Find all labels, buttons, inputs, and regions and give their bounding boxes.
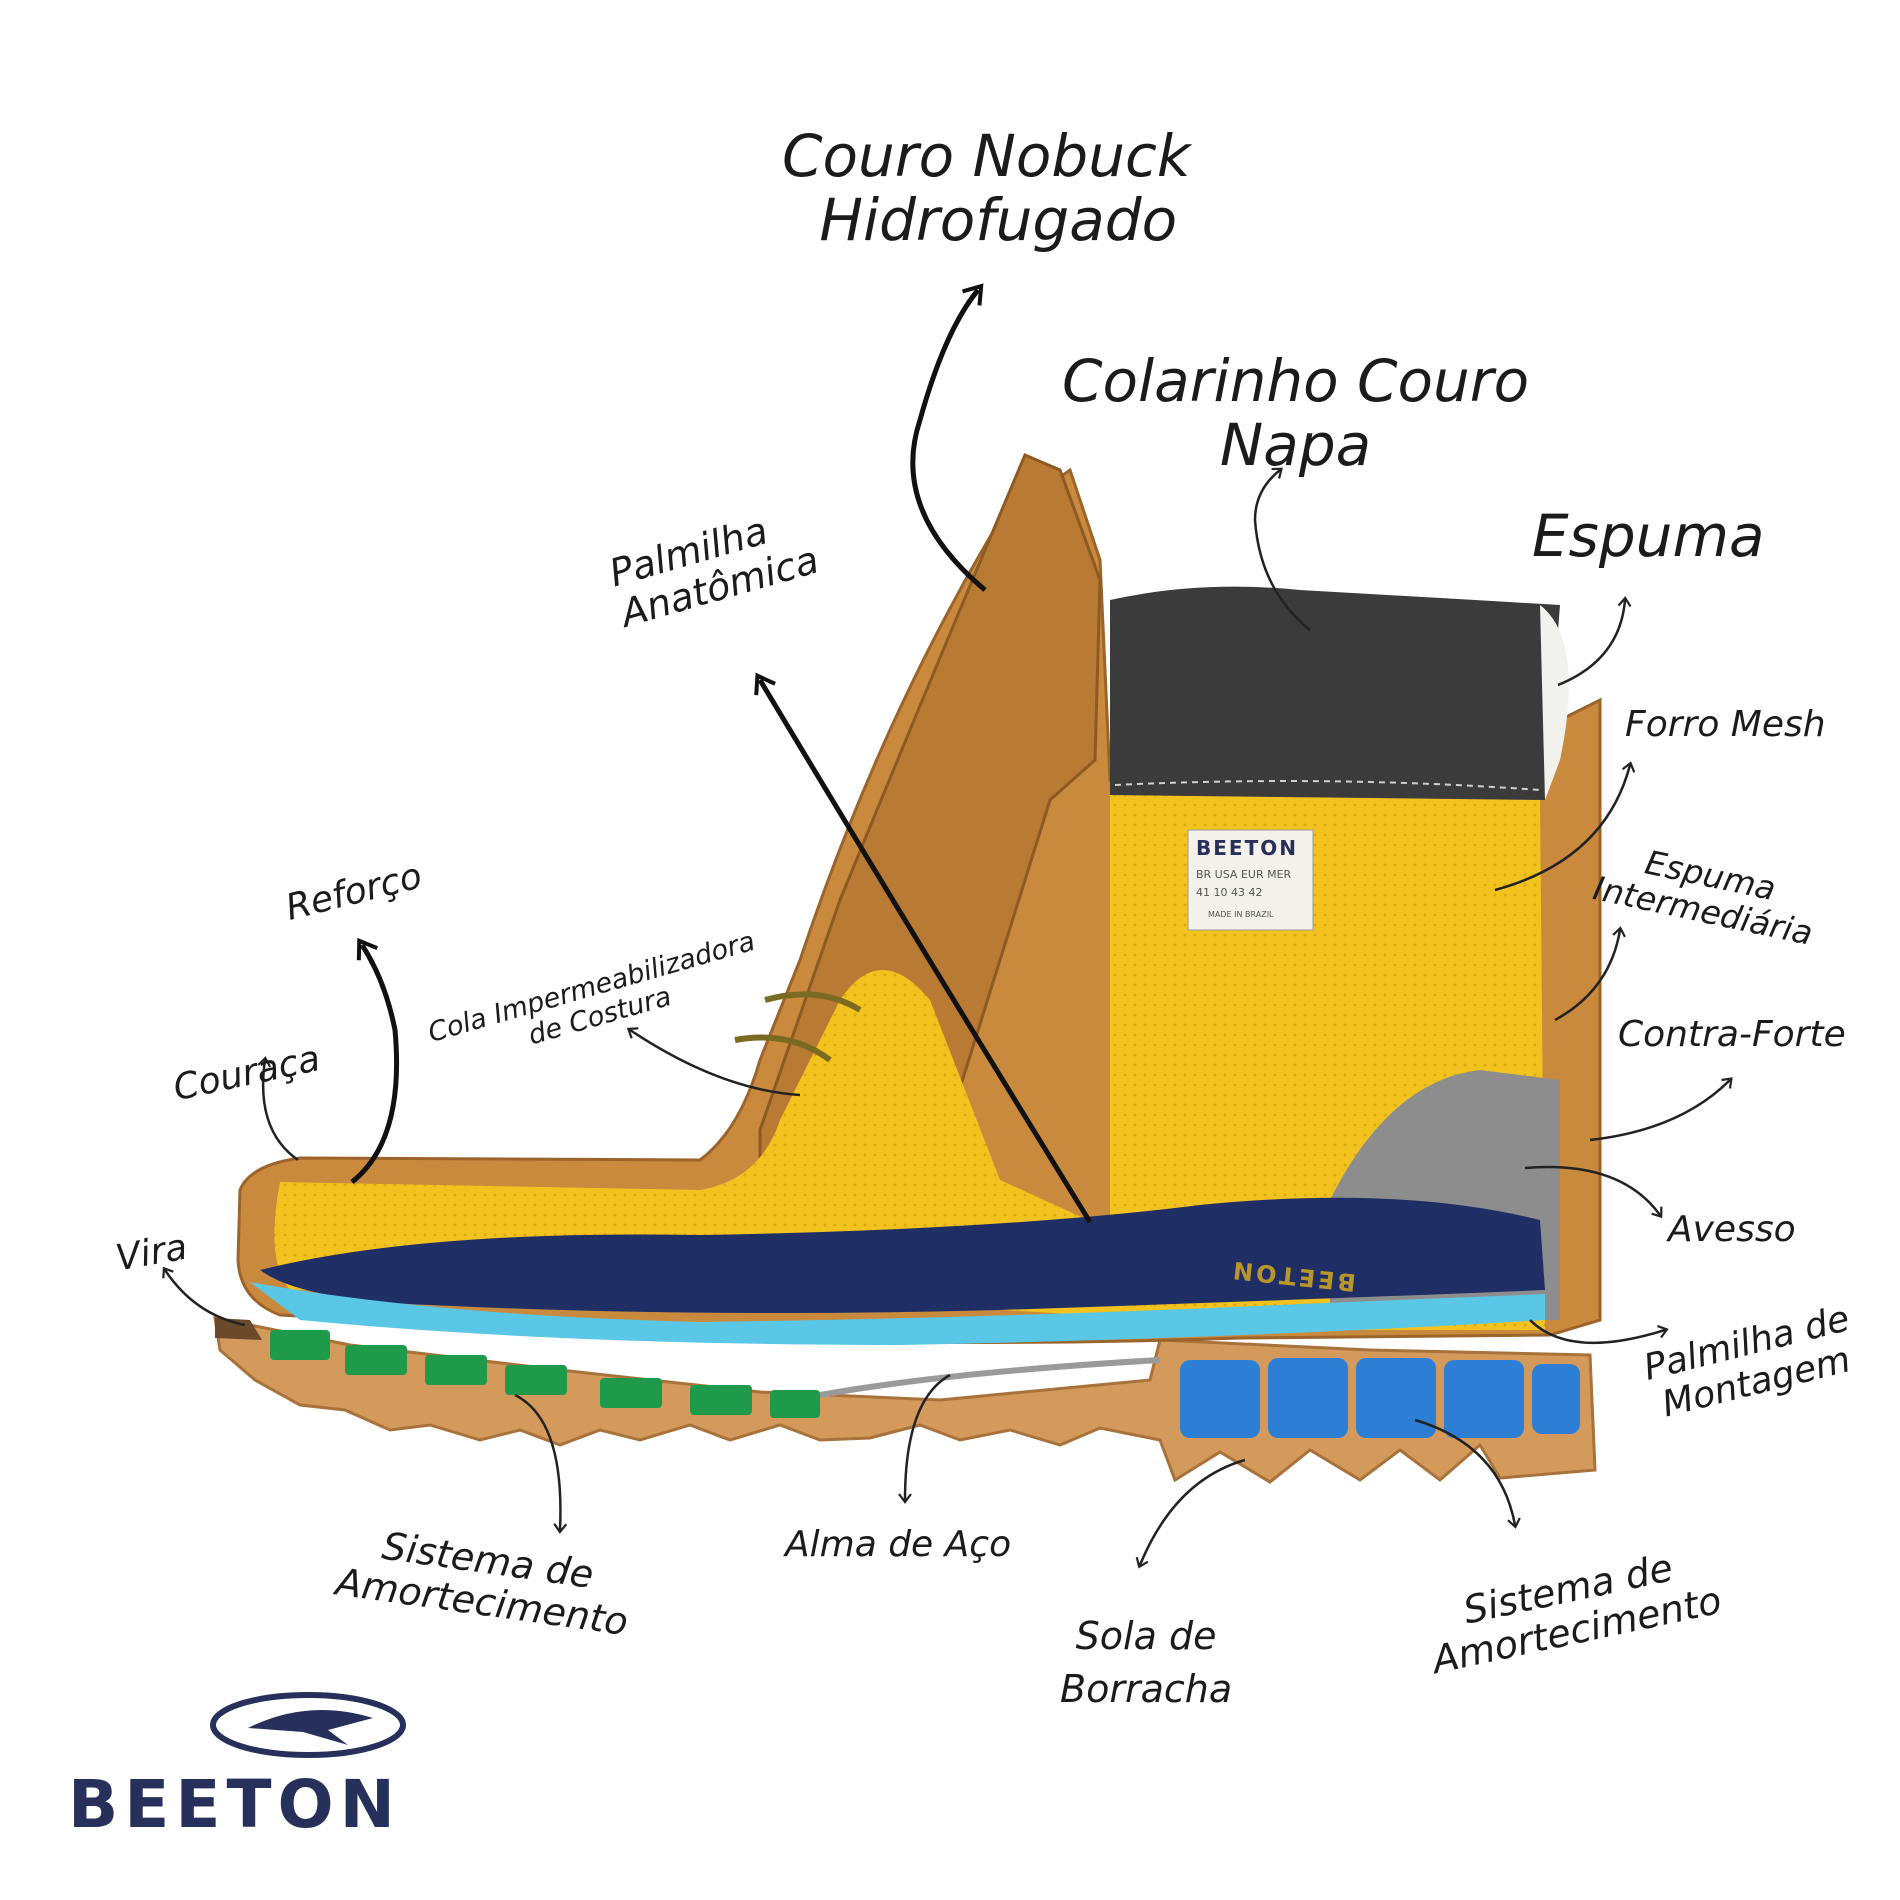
foam-layer	[250, 1282, 1545, 1345]
arrow-sistema-left	[514, 1393, 568, 1534]
arrow-contra-forte	[1589, 1077, 1733, 1142]
anatomic-insole	[260, 1197, 1545, 1314]
foam-edge	[1540, 605, 1569, 800]
size-tag	[1187, 829, 1314, 931]
arrow-reforco	[350, 937, 400, 1184]
arrow-colarinho	[1253, 467, 1311, 631]
arrow-avesso	[1524, 1165, 1663, 1219]
size-tag-brand: BEETON	[1196, 836, 1298, 860]
arrow-espuma-intermediaria	[1554, 926, 1626, 1022]
blue-cushion-blocks	[1180, 1358, 1580, 1438]
arrow-palmilha-montagem	[1529, 1319, 1669, 1345]
size-tag-headers: BR USA EUR MER	[1196, 868, 1292, 881]
arrow-forro-mesh	[1494, 761, 1636, 892]
arrow-sola-borracha	[1135, 1458, 1246, 1569]
beeton-wordmark: BEETON	[68, 1766, 401, 1843]
label-avesso: Avesso	[1668, 1209, 1796, 1250]
size-tag-sizes: 41 10 43 42	[1196, 886, 1263, 899]
collar-padding	[1110, 586, 1560, 800]
arrow-alma-aco	[898, 1373, 951, 1504]
welt	[215, 1318, 262, 1340]
label-contra-forte: Contra-Forte	[1618, 1014, 1846, 1055]
label-alma-aco: Alma de Aço	[785, 1524, 1012, 1565]
arrow-vira	[162, 1266, 246, 1327]
label-espuma: Espuma	[1532, 502, 1765, 570]
arrow-couro-nobuck	[910, 283, 987, 592]
steel-shank	[819, 1357, 1161, 1398]
arrow-sistema-right	[1414, 1418, 1521, 1529]
beeton-emblem-icon	[210, 1692, 406, 1758]
green-cushion-blocks	[270, 1330, 820, 1418]
size-tag-origin: MADE IN BRAZIL	[1208, 910, 1274, 919]
collar-stitch	[1114, 780, 1541, 791]
arrow-cola	[626, 1027, 801, 1097]
arrow-palmilha-anatomica	[754, 672, 1093, 1224]
label-forro-mesh: Forro Mesh	[1625, 704, 1826, 745]
arrow-couraca	[257, 1056, 299, 1162]
arrow-espuma	[1557, 596, 1632, 687]
laces	[734, 991, 862, 1063]
beeton-logo: BEETON	[68, 1690, 548, 1843]
rubber-sole	[213, 1316, 1597, 1484]
